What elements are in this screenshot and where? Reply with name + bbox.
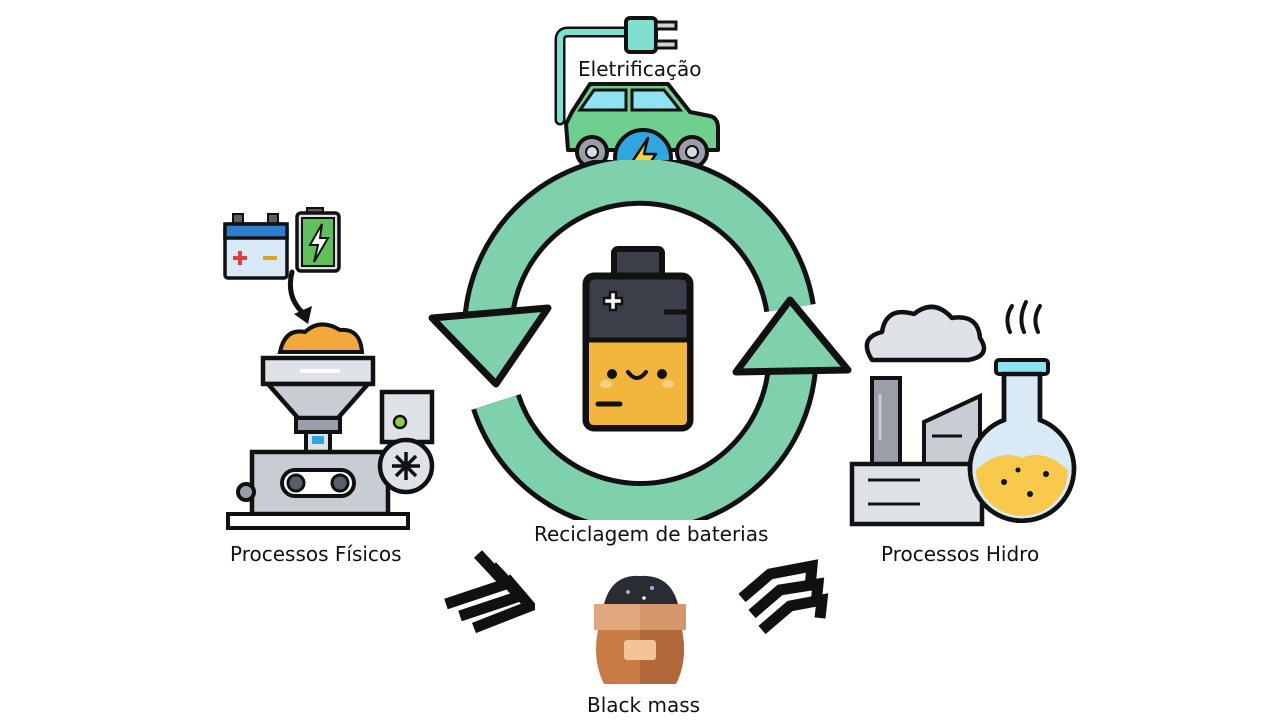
shredder-machine-icon (226, 322, 435, 530)
factory-icon (849, 304, 987, 527)
chevrons-up-right-icon (738, 559, 829, 635)
hydro-label: Processos Hidro (881, 542, 1040, 566)
chevrons-right-icon (444, 550, 535, 634)
battery-face-icon (582, 246, 694, 432)
recycle-arrows-icon (428, 160, 852, 520)
recycling-label: Reciclagem de baterias (534, 522, 769, 546)
black-mass-label: Black mass (587, 693, 701, 717)
batteries-icon (223, 207, 341, 280)
black-mass-sack-icon (594, 575, 686, 684)
arrow-down-icon (287, 269, 312, 324)
flask-icon (967, 300, 1077, 523)
electrification-label: Eletrificação (578, 57, 702, 81)
physical-label: Processos Físicos (230, 542, 402, 566)
electric-car-icon (554, 16, 720, 188)
plug-icon (554, 16, 678, 126)
